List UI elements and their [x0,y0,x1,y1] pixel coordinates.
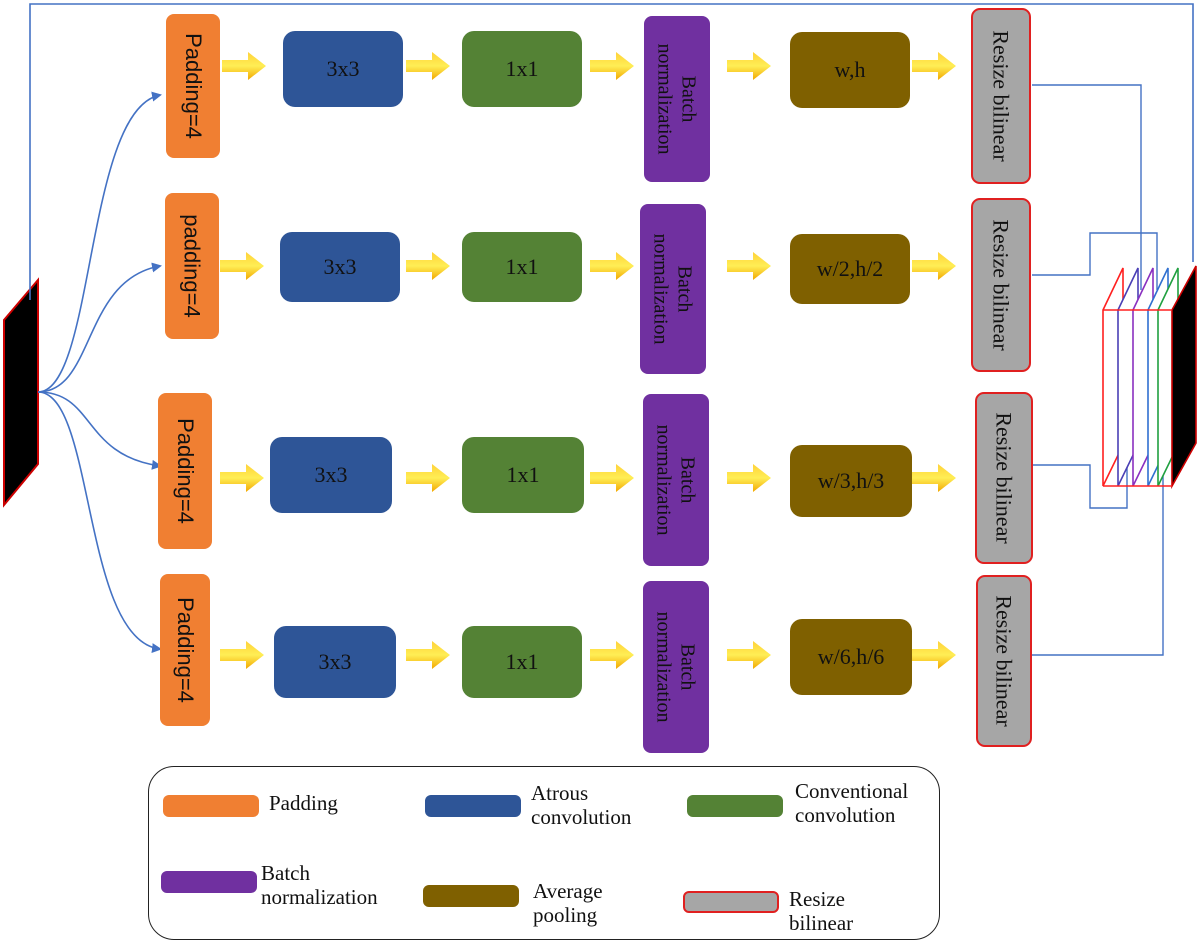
resize-label: Resize bilinear [992,595,1017,727]
conv-block-row-4: 1x1 [462,626,582,698]
atrous-kernel-label: 3x3 [326,56,360,81]
resize-block-row-2: Resize bilinear [971,198,1031,372]
legend-swatch-padding [163,795,259,817]
branch-curves [37,91,162,654]
input-feature-map [3,277,39,508]
legend: Padding Atrous convolution Conventional … [148,766,940,940]
legend-swatch-average-pooling [423,885,519,907]
atrous-conv-block-row-4: 3x3 [274,626,396,698]
legend-label-resize: Resize bilinear [789,887,854,935]
pool-size-label: w/3,h/3 [817,468,885,493]
batch-norm-label: Batch normalization [653,611,700,723]
atrous-conv-block-row-3: 3x3 [270,437,392,513]
avg-pool-block-row-3: w/3,h/3 [790,445,912,517]
batch-norm-label: Batch normalization [650,233,697,345]
padding-block-row-2: padding=4 [165,193,219,339]
batch-norm-block-row-4: Batch normalization [643,581,709,753]
atrous-conv-block-row-2: 3x3 [280,232,400,302]
avg-pool-block-row-4: w/6,h/6 [790,619,912,695]
resize-label: Resize bilinear [989,219,1014,351]
legend-label-padding: Padding [269,791,338,815]
resize-block-row-3: Resize bilinear [975,392,1033,564]
batch-norm-block-row-2: Batch normalization [640,204,706,374]
legend-swatch-atrous [425,795,521,817]
padding-block-row-3: Padding=4 [158,393,212,549]
conv-kernel-label: 1x1 [506,462,540,487]
padding-label: padding=4 [180,214,206,318]
atrous-conv-block-row-1: 3x3 [283,31,403,107]
resize-label: Resize bilinear [989,30,1014,162]
batch-norm-block-row-3: Batch normalization [643,394,709,566]
conv-block-row-1: 1x1 [462,31,582,107]
concat-wires [1032,84,1164,656]
pool-size-label: w/2,h/2 [816,256,884,281]
legend-swatch-resize [683,891,779,913]
conv-block-row-3: 1x1 [462,437,584,513]
padding-label: Padding=4 [173,597,199,703]
atrous-kernel-label: 3x3 [318,649,352,674]
batch-norm-block-row-1: Batch normalization [644,16,710,182]
resize-block-row-4: Resize bilinear [976,575,1032,747]
legend-swatch-conventional [687,795,783,817]
batch-norm-label: Batch normalization [653,424,700,536]
resize-block-row-1: Resize bilinear [971,8,1031,184]
legend-label-atrous: Atrous convolution [531,781,632,829]
legend-swatch-batch-norm [161,871,257,893]
legend-label-conventional: Conventional convolution [795,779,909,827]
batch-norm-label: Batch normalization [654,43,701,155]
conv-kernel-label: 1x1 [505,254,539,279]
legend-label-average-pooling: Average pooling [533,879,603,927]
atrous-kernel-label: 3x3 [323,254,357,279]
padding-block-row-1: Padding=4 [166,14,220,158]
conv-kernel-label: 1x1 [505,56,539,81]
avg-pool-block-row-1: w,h [790,32,910,108]
padding-label: Padding=4 [173,418,199,524]
padding-label: Padding=4 [181,33,207,139]
resize-label: Resize bilinear [992,412,1017,544]
atrous-kernel-label: 3x3 [314,462,348,487]
conv-kernel-label: 1x1 [505,649,539,674]
pool-size-label: w/6,h/6 [817,644,885,669]
conv-block-row-2: 1x1 [462,232,582,302]
pool-size-label: w,h [834,57,866,82]
concatenated-feature-stack [1102,265,1197,490]
legend-label-batch-norm: Batch normalization [261,861,378,909]
avg-pool-block-row-2: w/2,h/2 [790,234,910,304]
padding-block-row-4: Padding=4 [160,574,210,726]
skip-connection-wire [29,3,1194,300]
